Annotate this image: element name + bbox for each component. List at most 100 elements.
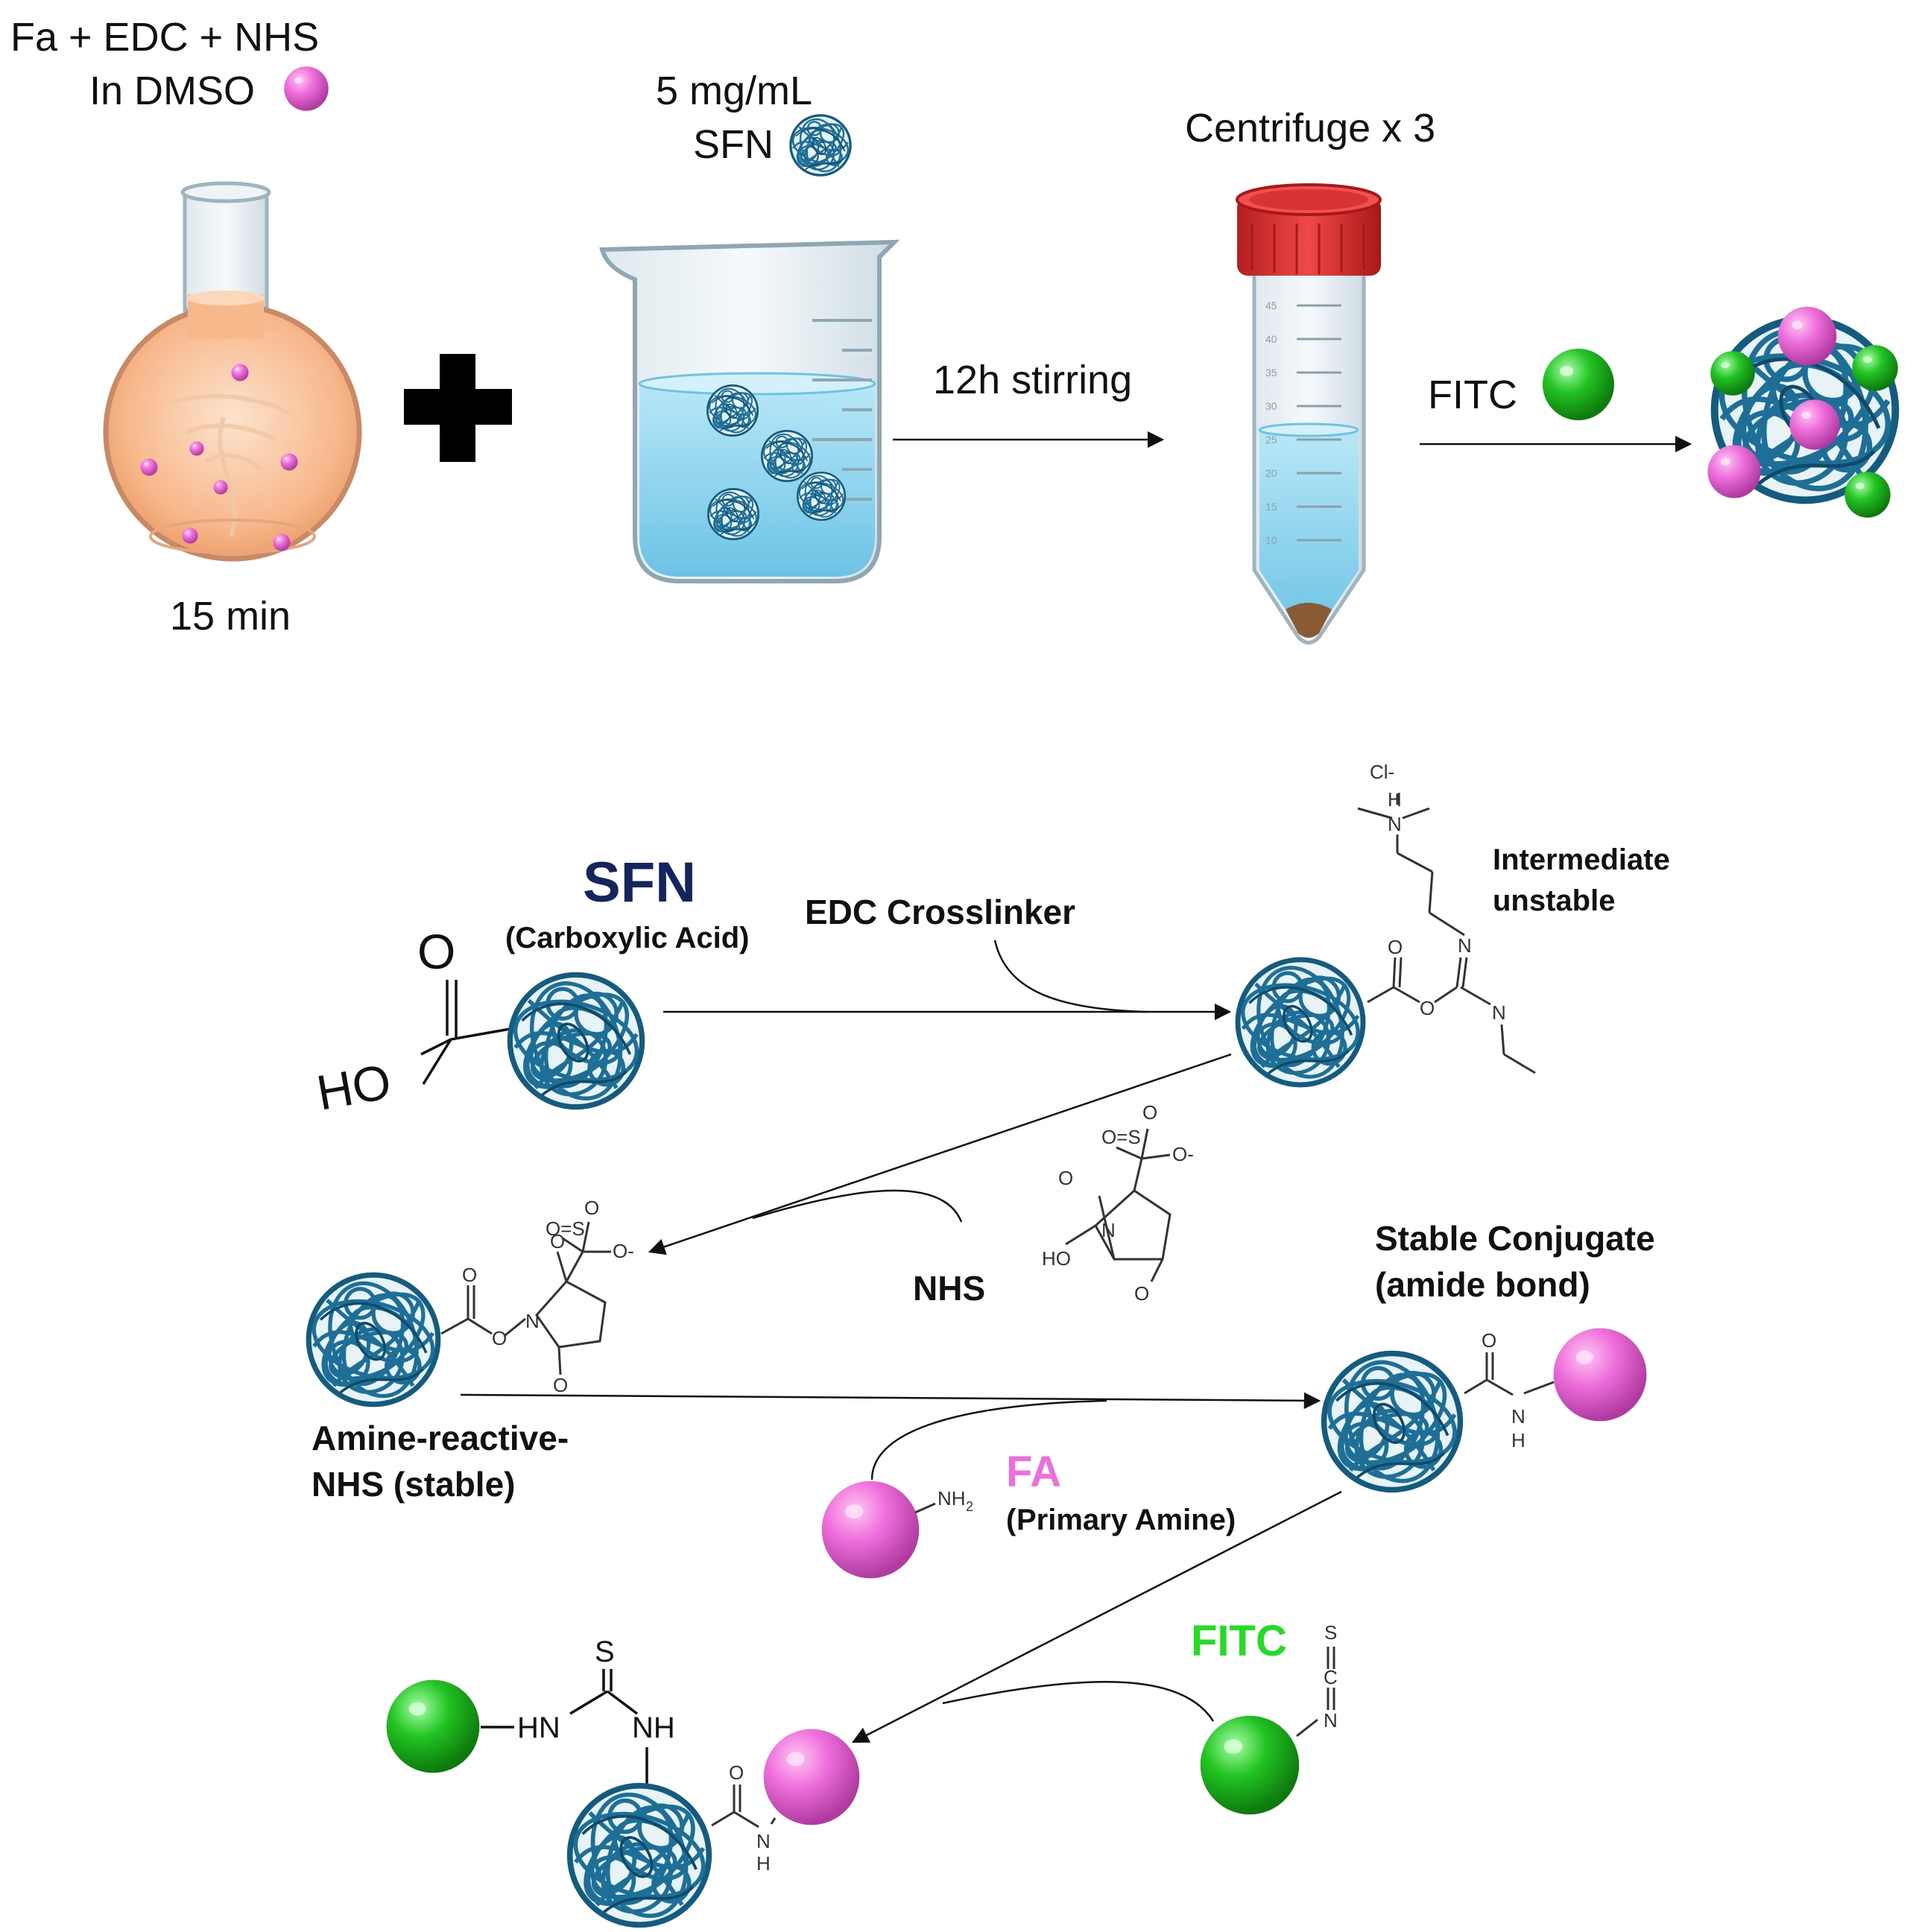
final-conjugate-particle (1707, 306, 1900, 518)
stirring-label: 12h stirring (933, 358, 1132, 402)
ester-sulfonate-o: O- (613, 1240, 634, 1262)
fa-amine-bond (914, 1502, 936, 1514)
amide-nitrogen: N (1511, 1405, 1525, 1428)
sfn-subtitle: (Carboxylic Acid) (505, 922, 749, 954)
ester-so3-group: O=S (546, 1217, 585, 1240)
tube-mark-35: 35 (1265, 367, 1277, 379)
centrifuge-label: Centrifuge x 3 (1185, 106, 1435, 151)
nhs-curve (752, 1189, 963, 1223)
thiourea-nh: NH (632, 1711, 675, 1744)
ncs-nitrogen: N (1324, 1709, 1338, 1732)
fitc-isothiocyanate-sphere (1200, 1715, 1300, 1815)
fa-sphere-final (763, 1729, 860, 1825)
nhs-reaction-arrow (648, 1053, 1232, 1255)
tube-mark-15: 15 (1265, 501, 1277, 513)
edc-intermediate-structure: O O N N N H Cl- (1357, 761, 1536, 1074)
amine-reactive-label-line2: NHS (stable) (312, 1465, 515, 1504)
tube-mark-20: 20 (1265, 467, 1277, 479)
centrifuge-tube: 45 40 35 30 25 20 15 10 (1236, 183, 1382, 644)
amide-bond-structure: O N H (1464, 1329, 1555, 1451)
sfn-concentration-label: 5 mg/mL (656, 69, 812, 113)
ncs-sulfur: S (1324, 1621, 1337, 1644)
nhs-hydroxyl: HO (1042, 1247, 1071, 1270)
nhs-carbonyl-o1: O (1058, 1167, 1073, 1189)
tube-mark-10: 10 (1265, 534, 1277, 546)
reagents-label-line2: In DMSO (89, 69, 255, 113)
fitc-curve (942, 1680, 1215, 1722)
amine-reactive-label-line1: Amine-reactive- (312, 1419, 569, 1457)
tube-mark-40: 40 (1265, 333, 1277, 345)
fa-amine-nh: NH (938, 1487, 966, 1510)
sfn-particle-final (566, 1781, 712, 1929)
amide-hydrogen: H (1511, 1429, 1525, 1451)
sfn-legend-icon (788, 113, 853, 177)
fitc-legend-sphere (1543, 349, 1614, 420)
intermediate-ammonium-n: N (1388, 813, 1402, 835)
ester-bridge-o: O (492, 1327, 507, 1349)
fa-amine-sphere (821, 1480, 920, 1579)
fitc-reaction-arrow (851, 1490, 1342, 1743)
reagents-label-line1: Fa + EDC + NHS (10, 15, 319, 60)
final-amide-structure: O N H (711, 1761, 777, 1875)
ester-ring-o2: O (553, 1374, 568, 1396)
intermediate-label-line2: unstable (1493, 884, 1615, 917)
stable-label-line2: (amide bond) (1375, 1265, 1590, 1304)
flask-time-label: 15 min (170, 594, 291, 639)
nhs-sulfonate-o: O- (1172, 1143, 1194, 1165)
sfn-particle-acid (507, 971, 646, 1111)
sulfo-nhs-structure: O=S O O- O O N HO (1042, 1101, 1194, 1305)
amide-carbonyl-o: O (1482, 1329, 1496, 1352)
thiourea-sulfur: S (595, 1635, 615, 1668)
carboxyl-group: O HO (313, 924, 515, 1121)
isothiocyanate-structure: S C N (1296, 1621, 1338, 1738)
intermediate-amine-n: N (1492, 1001, 1506, 1024)
fa-curve (870, 1399, 1107, 1480)
edc-label: EDC Crosslinker (805, 893, 1075, 931)
ester-ring-o1: O (550, 1230, 565, 1252)
fitc-scheme-label: FITC (1191, 1617, 1287, 1665)
fa-sub-paren: ( (1006, 1504, 1017, 1536)
sfn-particle-nhs-ester (306, 1271, 442, 1408)
fitc-top-label: FITC (1428, 373, 1517, 417)
ester-sulfonyl-o: O (584, 1197, 599, 1219)
final-amide-h: H (756, 1852, 771, 1875)
tube-mark-45: 45 (1265, 300, 1277, 311)
nhs-label: NHS (913, 1269, 985, 1308)
nhs-ester-structure: O O N O O O=S O O- (440, 1197, 634, 1396)
fa-sub-label: Primary Amine) (1017, 1504, 1236, 1536)
hydroxyl-label: HO (313, 1054, 395, 1121)
carboxyl-oxygen: O (417, 924, 455, 979)
sfn-top-label: SFN (693, 122, 774, 167)
round-bottom-flask (103, 181, 362, 562)
nhs-carbonyl-o2: O (1134, 1282, 1149, 1305)
intermediate-label-line1: Intermediate (1493, 843, 1670, 876)
ester-carbonyl-o: O (462, 1264, 477, 1286)
sfn-particle-amide (1321, 1349, 1464, 1494)
edc-curve (993, 940, 1148, 1013)
ncs-carbon: C (1324, 1666, 1338, 1688)
intermediate-imine-n: N (1458, 934, 1472, 957)
ester-nitrogen: N (525, 1310, 540, 1332)
nhs-sulfonyl-o: O (1142, 1101, 1157, 1124)
intermediate-ester-o: O (1420, 997, 1435, 1019)
fa-amine-nh-sub: 2 (966, 1499, 973, 1514)
fitc-sphere-final (386, 1679, 480, 1773)
intermediate-carbonyl-o: O (1388, 936, 1403, 958)
nhs-so3-group: O=S (1101, 1126, 1141, 1148)
intermediate-chloride: Cl- (1370, 761, 1394, 783)
nhs-nitrogen: N (1101, 1219, 1116, 1241)
final-amide-n: N (756, 1830, 771, 1852)
sfn-particle-intermediate (1235, 956, 1367, 1089)
thiourea-dash-hn: HN (517, 1711, 560, 1744)
fa-sphere-conjugated (1553, 1328, 1647, 1422)
fa-legend-sphere (284, 66, 329, 111)
tube-mark-25: 25 (1265, 434, 1277, 446)
intermediate-ammonium-h: H (1388, 788, 1402, 811)
stable-label-line1: Stable Conjugate (1375, 1219, 1655, 1258)
thiourea-structure: HN NH S (481, 1635, 675, 1784)
sfn-title: SFN (583, 851, 696, 914)
fa-reaction-arrow (460, 1392, 1321, 1410)
tube-mark-30: 30 (1265, 400, 1277, 412)
fa-label: FA (1006, 1448, 1061, 1496)
